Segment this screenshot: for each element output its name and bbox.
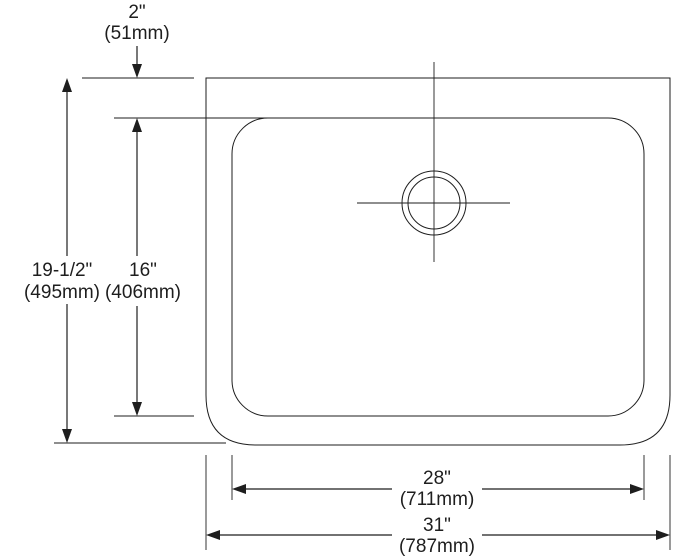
overall-width-dimension: 31" (787mm) (206, 515, 670, 557)
bowl-width-dimension: 28" (711mm) (232, 468, 644, 510)
bowl-depth-dimension: 16" (406mm) (102, 118, 188, 416)
bowl-depth-metric-label: (406mm) (105, 282, 181, 303)
top-offset-imperial-label: 2" (128, 2, 145, 23)
bowl-outline (231, 117, 645, 417)
overall-depth-metric-label: (495mm) (24, 282, 100, 303)
bowl-width-metric-label: (711mm) (400, 489, 475, 510)
top-offset-metric-label: (51mm) (104, 23, 169, 44)
overall-width-metric-label: (787mm) (399, 536, 475, 557)
overall-depth-imperial-label: 19-1/2" (32, 260, 93, 281)
sink-outer-outline (205, 77, 671, 446)
drain (357, 62, 510, 262)
overall-width-imperial-label: 31" (423, 515, 451, 536)
bowl-width-imperial-label: 28" (423, 468, 451, 489)
overall-depth-dimension: 19-1/2" (495mm) (16, 78, 118, 443)
bowl-depth-imperial-label: 16" (129, 260, 157, 281)
top-offset-dimension: 2" (51mm) (104, 2, 170, 78)
